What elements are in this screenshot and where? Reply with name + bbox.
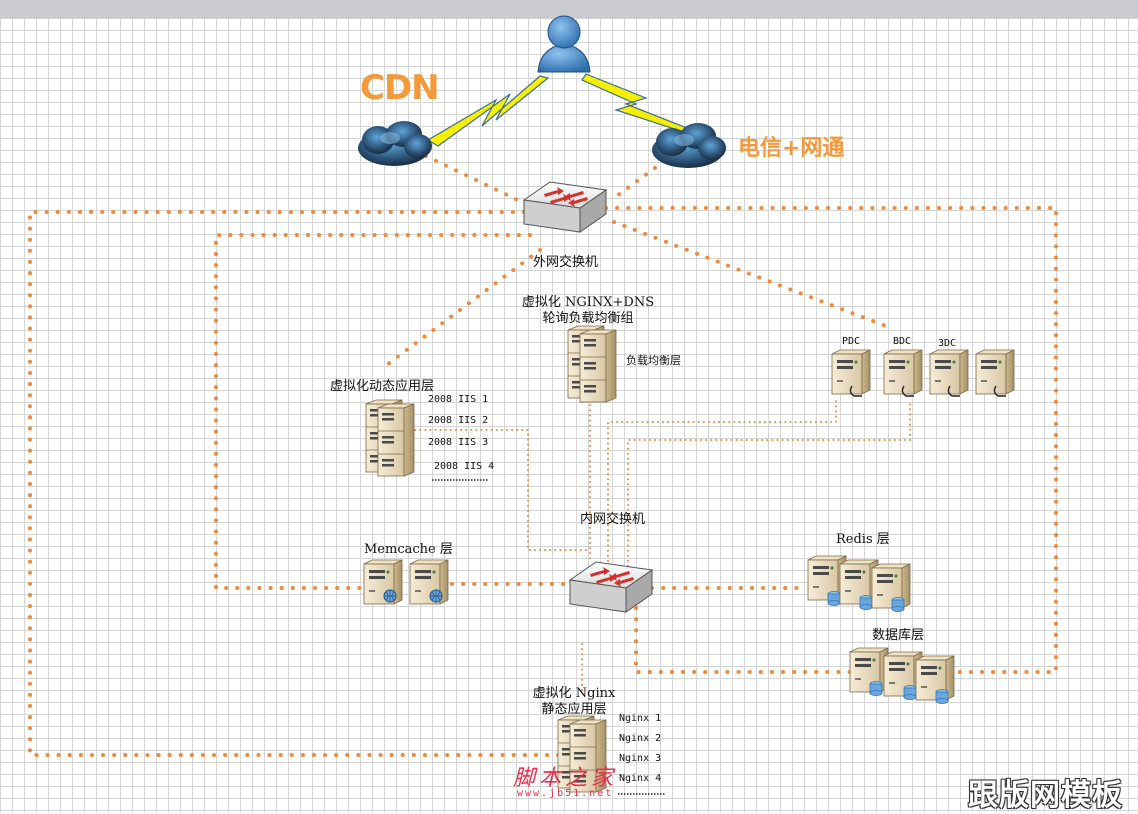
memcache-servers bbox=[363, 559, 449, 605]
dc-servers bbox=[831, 349, 1015, 397]
lb-group-label-line2: 轮询负载均衡组 bbox=[542, 311, 634, 326]
pdc-label: PDC bbox=[842, 336, 861, 347]
lb-group-label: 虚拟化 NGINX+DNS 轮询负载均衡组 bbox=[522, 295, 654, 327]
static-app-label-line2: 静态应用层 bbox=[541, 702, 607, 717]
iis-node-3: 2008 IIS 3 bbox=[428, 437, 489, 448]
3dc-label: 3DC bbox=[938, 338, 957, 349]
orange-links bbox=[28, 154, 1058, 757]
dynamic-app-servers bbox=[365, 399, 415, 477]
nginx-node-4: Nginx 4 bbox=[619, 773, 662, 784]
diagram-canvas bbox=[0, 18, 1138, 812]
redis-servers bbox=[807, 555, 911, 612]
static-app-label: 虚拟化 Nginx 静态应用层 bbox=[533, 686, 616, 718]
static-app-label-line1: 虚拟化 Nginx bbox=[532, 686, 616, 701]
database-label: 数据库层 bbox=[872, 628, 925, 643]
site-url-watermark: www.jb51.net bbox=[517, 788, 614, 799]
inner-switch-icon bbox=[569, 561, 653, 613]
lightning-bolts bbox=[426, 73, 693, 147]
user-icon bbox=[537, 15, 591, 73]
iis-node-1: 2008 IIS 1 bbox=[428, 394, 489, 405]
dynamic-app-label: 虚拟化动态应用层 bbox=[330, 379, 435, 394]
inner-switch-label: 内网交换机 bbox=[580, 512, 646, 527]
isp-label: 电信+网通 bbox=[738, 136, 845, 161]
redis-label: Redis 层 bbox=[836, 532, 890, 547]
load-balancer-servers bbox=[567, 325, 617, 403]
cdn-cloud-icon bbox=[358, 121, 432, 166]
nginx-node-3: Nginx 3 bbox=[619, 753, 662, 764]
bdc-label: BDC bbox=[893, 336, 912, 347]
corner-watermark: 跟版网模板 bbox=[968, 778, 1123, 813]
nginx-node-1: Nginx 1 bbox=[619, 713, 662, 724]
database-servers bbox=[849, 647, 955, 704]
isp-cloud-icon bbox=[652, 123, 726, 168]
orange-fine-links bbox=[409, 394, 911, 691]
memcache-label: Memcache 层 bbox=[364, 542, 453, 557]
list-tails bbox=[432, 479, 666, 795]
outer-switch-label: 外网交换机 bbox=[533, 255, 599, 270]
outer-switch-icon bbox=[523, 181, 607, 233]
lb-layer-label: 负载均衡层 bbox=[626, 354, 681, 367]
site-watermark: 脚本之家 bbox=[513, 766, 618, 791]
iis-node-4: 2008 IIS 4 bbox=[434, 461, 495, 472]
cdn-label: CDN bbox=[360, 68, 440, 108]
iis-node-2: 2008 IIS 2 bbox=[428, 415, 489, 426]
lb-group-label-line1: 虚拟化 NGINX+DNS bbox=[521, 295, 655, 310]
nginx-node-2: Nginx 2 bbox=[619, 733, 662, 744]
